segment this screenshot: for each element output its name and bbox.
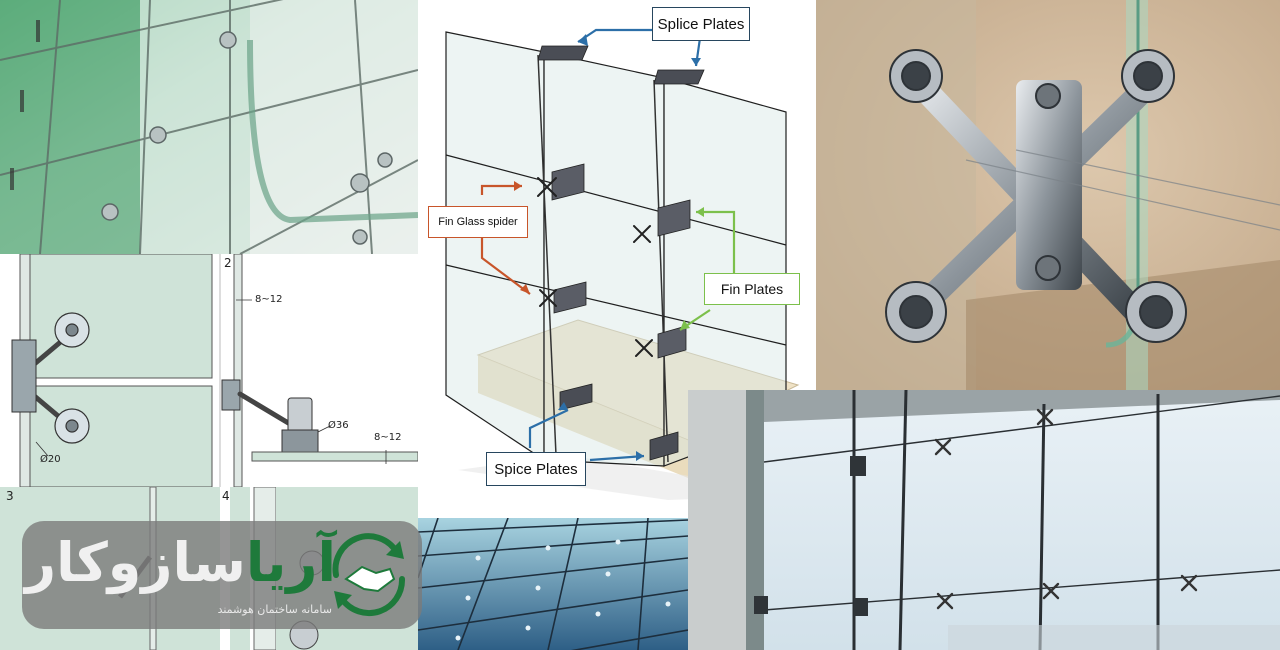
photo-glass-roof-grid: [418, 518, 688, 650]
diagram-drawing: [445, 28, 800, 500]
photo-glass-facade-top-left: [0, 0, 418, 254]
fin-glass-diagram: Splice Plates Fin Glass spider Fin Plate…: [418, 0, 816, 510]
label-spice-plates: Spice Plates: [486, 452, 586, 486]
logo-wordmark: آریاسازوکار: [25, 523, 336, 603]
photo-spider-fitting-closeup: [816, 0, 1280, 390]
logo-name-part2: سازوکار: [25, 531, 246, 594]
technical-drawing-steps: 2 8~12 Ø20 Ø36 8~12: [0, 254, 418, 487]
logo-name-part1: آریا: [245, 531, 336, 594]
company-logo: آریاسازوکار سامانه ساختمان هوشمند: [22, 521, 422, 629]
photo-glass-curtain-wall: [688, 390, 1280, 650]
label-splice-plates: Splice Plates: [652, 7, 750, 41]
dimension-diameter-20: Ø20: [40, 454, 61, 465]
step-number-3: 3: [6, 489, 14, 503]
dimension-gap-top: 8~12: [255, 294, 283, 305]
logo-tagline: سامانه ساختمان هوشمند: [217, 603, 332, 616]
dimension-diameter-36: Ø36: [328, 420, 349, 431]
handshake-icon: [332, 533, 406, 617]
label-fin-glass-spider: Fin Glass spider: [428, 206, 528, 238]
step-number-2: 2: [224, 256, 232, 270]
label-fin-plates: Fin Plates: [704, 273, 800, 305]
step-number-4: 4: [222, 489, 230, 503]
dimension-gap-bottom: 8~12: [374, 432, 402, 443]
